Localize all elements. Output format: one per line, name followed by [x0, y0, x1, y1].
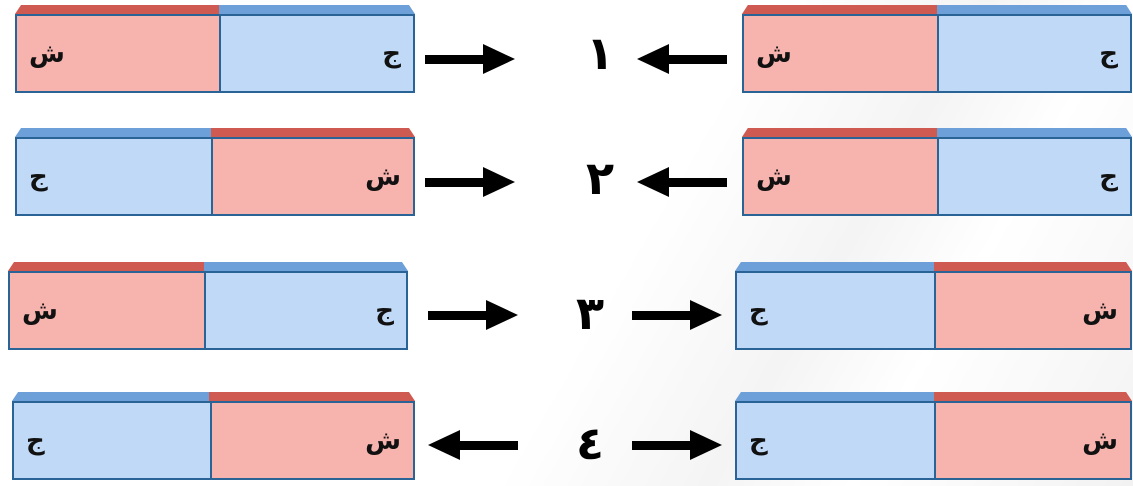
north-pole-label: ش: [1082, 425, 1118, 456]
north-pole: ش: [17, 16, 219, 91]
row2-left-arrow-right: [425, 167, 515, 197]
north-pole: ش: [744, 139, 937, 214]
row2-left-magnet: ج ش: [15, 128, 415, 216]
south-pole: ج: [737, 403, 934, 478]
south-pole-label: ج: [382, 38, 401, 69]
south-pole: ج: [204, 273, 406, 348]
north-pole-label: ش: [756, 161, 792, 192]
south-pole: ج: [737, 273, 934, 348]
row4-right-arrow-right: [632, 430, 722, 460]
row2-right-magnet: ش ج: [742, 128, 1132, 216]
row1-right-magnet: ش ج: [742, 5, 1132, 93]
south-pole: ج: [937, 16, 1130, 91]
row1-right-arrow-left: [637, 44, 727, 74]
south-pole-label: ج: [26, 425, 45, 456]
south-pole-label: ج: [1099, 38, 1118, 69]
row1-left-arrow-right: [425, 44, 515, 74]
north-pole: ش: [933, 403, 1130, 478]
row1-number: ١: [585, 26, 615, 80]
row1-left-magnet: ش ج: [15, 5, 415, 93]
north-pole-label: ش: [756, 38, 792, 69]
row3-number: ٣: [575, 286, 605, 340]
row3-left-magnet: ش ج: [8, 262, 408, 350]
north-pole: ش: [211, 139, 413, 214]
row2-number: ٢: [585, 151, 615, 205]
north-pole: ش: [10, 273, 205, 348]
south-pole-label: ج: [749, 425, 768, 456]
north-pole-label: ش: [365, 425, 401, 456]
north-pole: ش: [744, 16, 937, 91]
row2-right-arrow-left: [637, 167, 727, 197]
south-pole-label: ج: [375, 295, 394, 326]
row4-number: ٤: [575, 416, 605, 470]
north-pole: ش: [209, 403, 413, 478]
row4-left-arrow-left: [428, 430, 518, 460]
south-pole: ج: [218, 16, 413, 91]
south-pole: ج: [937, 139, 1130, 214]
south-pole-label: ج: [749, 295, 768, 326]
row3-right-arrow-right: [632, 300, 722, 330]
row3-right-magnet: ج ش: [735, 262, 1132, 350]
north-pole-label: ش: [365, 161, 401, 192]
south-pole-label: ج: [29, 161, 48, 192]
row4-left-magnet: ج ش: [12, 392, 415, 480]
north-pole-label: ش: [22, 295, 58, 326]
south-pole: ج: [17, 139, 212, 214]
north-pole: ش: [933, 273, 1130, 348]
south-pole: ج: [14, 403, 210, 478]
north-pole-label: ش: [1082, 295, 1118, 326]
row4-right-magnet: ج ش: [735, 392, 1132, 480]
row3-left-arrow-right: [428, 300, 518, 330]
south-pole-label: ج: [1099, 161, 1118, 192]
north-pole-label: ش: [29, 38, 65, 69]
